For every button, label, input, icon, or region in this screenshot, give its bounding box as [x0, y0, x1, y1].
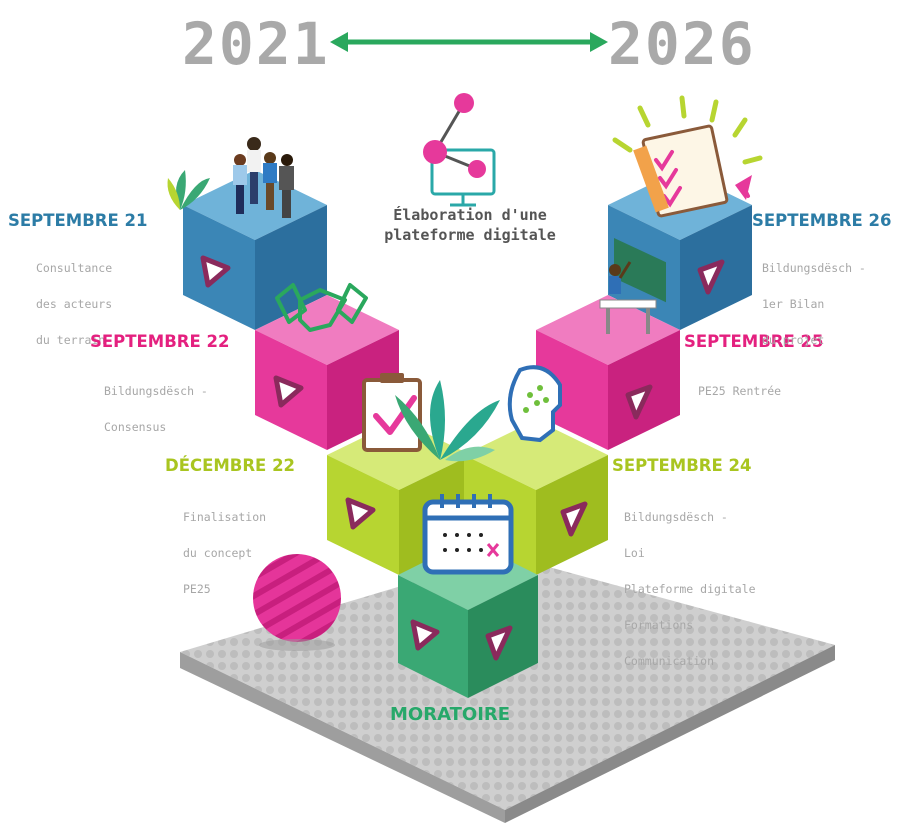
play-icon	[697, 259, 725, 295]
milestone-title-septembre-25: SEPTEMBRE 25	[684, 332, 824, 351]
people-meeting-icon	[233, 137, 294, 218]
year-start: 2021	[182, 10, 330, 78]
desc-line: Consensus	[104, 420, 167, 434]
plant-icon	[167, 170, 210, 210]
center-title-line1: Élaboration d'une	[393, 206, 547, 224]
milestone-title-septembre-21: SEPTEMBRE 21	[8, 211, 148, 230]
play-icon	[560, 501, 588, 537]
milestone-title-septembre-22: SEPTEMBRE 22	[90, 332, 230, 351]
year-arrow	[330, 32, 608, 52]
desc-line: Bildungsdësch -	[762, 261, 866, 275]
head-brain-icon	[507, 365, 562, 443]
milestone-title-septembre-26: SEPTEMBRE 26	[752, 211, 892, 230]
handshake-icon	[275, 283, 368, 332]
desc-line: des acteurs	[36, 297, 113, 311]
desc-line: du concept	[183, 546, 253, 560]
play-icon	[410, 619, 440, 651]
desc-line: Formations	[624, 618, 694, 632]
ray-decoration	[740, 182, 750, 198]
desc-line: Consultance	[36, 261, 113, 275]
play-icon	[485, 625, 513, 661]
ball-decoration	[253, 554, 341, 651]
milestone-desc-septembre-24: Bildungsdësch - Loi Plateforme digitale …	[624, 487, 756, 679]
milestone-desc-septembre-26: Bildungsdësch - 1er Bilan du projet	[762, 238, 866, 358]
milestone-desc-septembre-22: Bildungsdësch - Consensus	[104, 361, 208, 445]
checklist-icon	[612, 95, 763, 218]
play-icon	[345, 497, 376, 530]
base-label-moratoire: MORATOIRE	[390, 704, 511, 725]
center-title-line2: plateforme digitale	[384, 226, 556, 244]
desc-line: 1er Bilan	[762, 297, 825, 311]
play-icon	[625, 384, 653, 420]
milestone-desc-septembre-25: PE25 Rentrée	[698, 361, 781, 409]
calendar-icon	[422, 494, 514, 575]
leaves-icon	[395, 380, 500, 462]
cube-septembre-21	[183, 170, 327, 330]
play-icon	[200, 255, 231, 288]
desc-line: Bildungsdësch -	[624, 510, 728, 524]
desc-line: PE25 Rentrée	[698, 384, 782, 398]
milestone-desc-septembre-21: Consultance des acteurs du terrain	[36, 238, 112, 358]
student-desk-icon	[599, 261, 657, 334]
clipboard-check-icon	[362, 373, 422, 452]
milestone-title-decembre-22: DÉCEMBRE 22	[165, 456, 296, 475]
desc-line: Bildungsdësch -	[104, 384, 208, 398]
milestone-desc-decembre-22: Finalisation du concept PE25	[183, 487, 266, 607]
play-icon	[273, 375, 304, 408]
desc-line: Finalisation	[183, 510, 267, 524]
desc-line: Communication	[624, 654, 715, 668]
desc-line: Plateforme digitale	[624, 582, 756, 596]
year-end: 2026	[608, 10, 756, 78]
digital-platform-icon	[423, 93, 496, 207]
desc-line: du projet	[762, 333, 825, 347]
desc-line: PE25	[183, 582, 211, 596]
desc-line: Loi	[624, 546, 645, 560]
center-title: Élaboration d'une plateforme digitale	[380, 205, 560, 245]
milestone-title-septembre-24: SEPTEMBRE 24	[612, 456, 752, 475]
base-platform	[180, 555, 835, 823]
desc-line: du terrain	[36, 333, 106, 347]
